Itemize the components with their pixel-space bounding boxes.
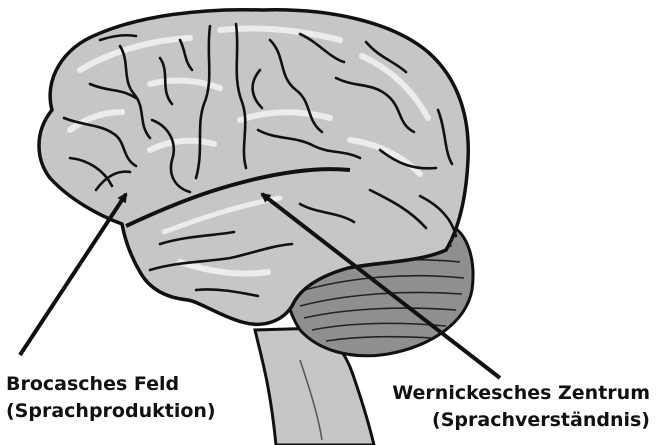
wernicke-subtitle: (Sprachverständnis) — [392, 407, 650, 434]
broca-arrow — [20, 194, 126, 355]
broca-title: Brocasches Feld — [6, 371, 216, 398]
wernicke-title: Wernickesches Zentrum — [392, 380, 650, 407]
wernicke-label: Wernickesches Zentrum (Sprachverständnis… — [392, 380, 650, 434]
broca-label: Brocasches Feld (Sprachproduktion) — [6, 371, 216, 425]
broca-subtitle: (Sprachproduktion) — [6, 398, 216, 425]
